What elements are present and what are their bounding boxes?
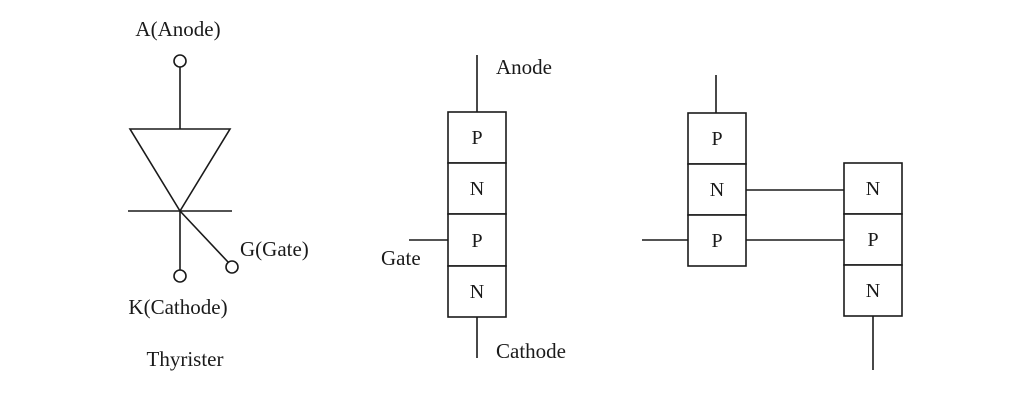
pnpn-layer-stack: Anode P N P N Gate Cathode xyxy=(381,55,566,363)
stack-layer-1-label: P xyxy=(471,127,482,149)
pnp-layer-2-label: N xyxy=(710,179,724,201)
npn-layer-2 xyxy=(843,213,903,266)
gate-lead xyxy=(179,210,229,263)
stack-gate-label: Gate xyxy=(381,246,421,270)
npn-layer-1-label: N xyxy=(866,178,880,200)
npn-layer-3-label: N xyxy=(866,280,880,302)
pnp-layer-3-label: P xyxy=(711,230,722,252)
pnp-layer-1-label: P xyxy=(711,128,722,150)
gate-terminal-label: G(Gate) xyxy=(240,237,309,261)
pnp-layer-1 xyxy=(687,112,747,165)
diode-triangle xyxy=(128,128,232,213)
anode-terminal-label: A(Anode) xyxy=(135,17,220,41)
stack-layer-4-label: N xyxy=(470,281,484,303)
anode-terminal xyxy=(173,54,187,68)
stack-layer-3 xyxy=(447,213,507,267)
pnp-layer-2 xyxy=(687,163,747,216)
stack-layer-1 xyxy=(447,111,507,164)
stack-anode-label: Anode xyxy=(496,55,552,79)
stack-layer-2-label: N xyxy=(470,178,484,200)
cathode-terminal xyxy=(173,269,187,283)
stack-cathode-label: Cathode xyxy=(496,339,566,363)
npn-layer-3 xyxy=(843,264,903,317)
stack-layer-3-label: P xyxy=(471,230,482,252)
thyristor-symbol: A(Anode) G(Gate) K(Cathode) Thyrister xyxy=(128,17,309,371)
gate-terminal xyxy=(225,260,239,274)
npn-layer-2-label: P xyxy=(867,229,878,251)
two-transistor-model: P N P N P N xyxy=(642,75,903,370)
cathode-terminal-label: K(Cathode) xyxy=(128,295,227,319)
symbol-caption: Thyrister xyxy=(147,347,224,371)
